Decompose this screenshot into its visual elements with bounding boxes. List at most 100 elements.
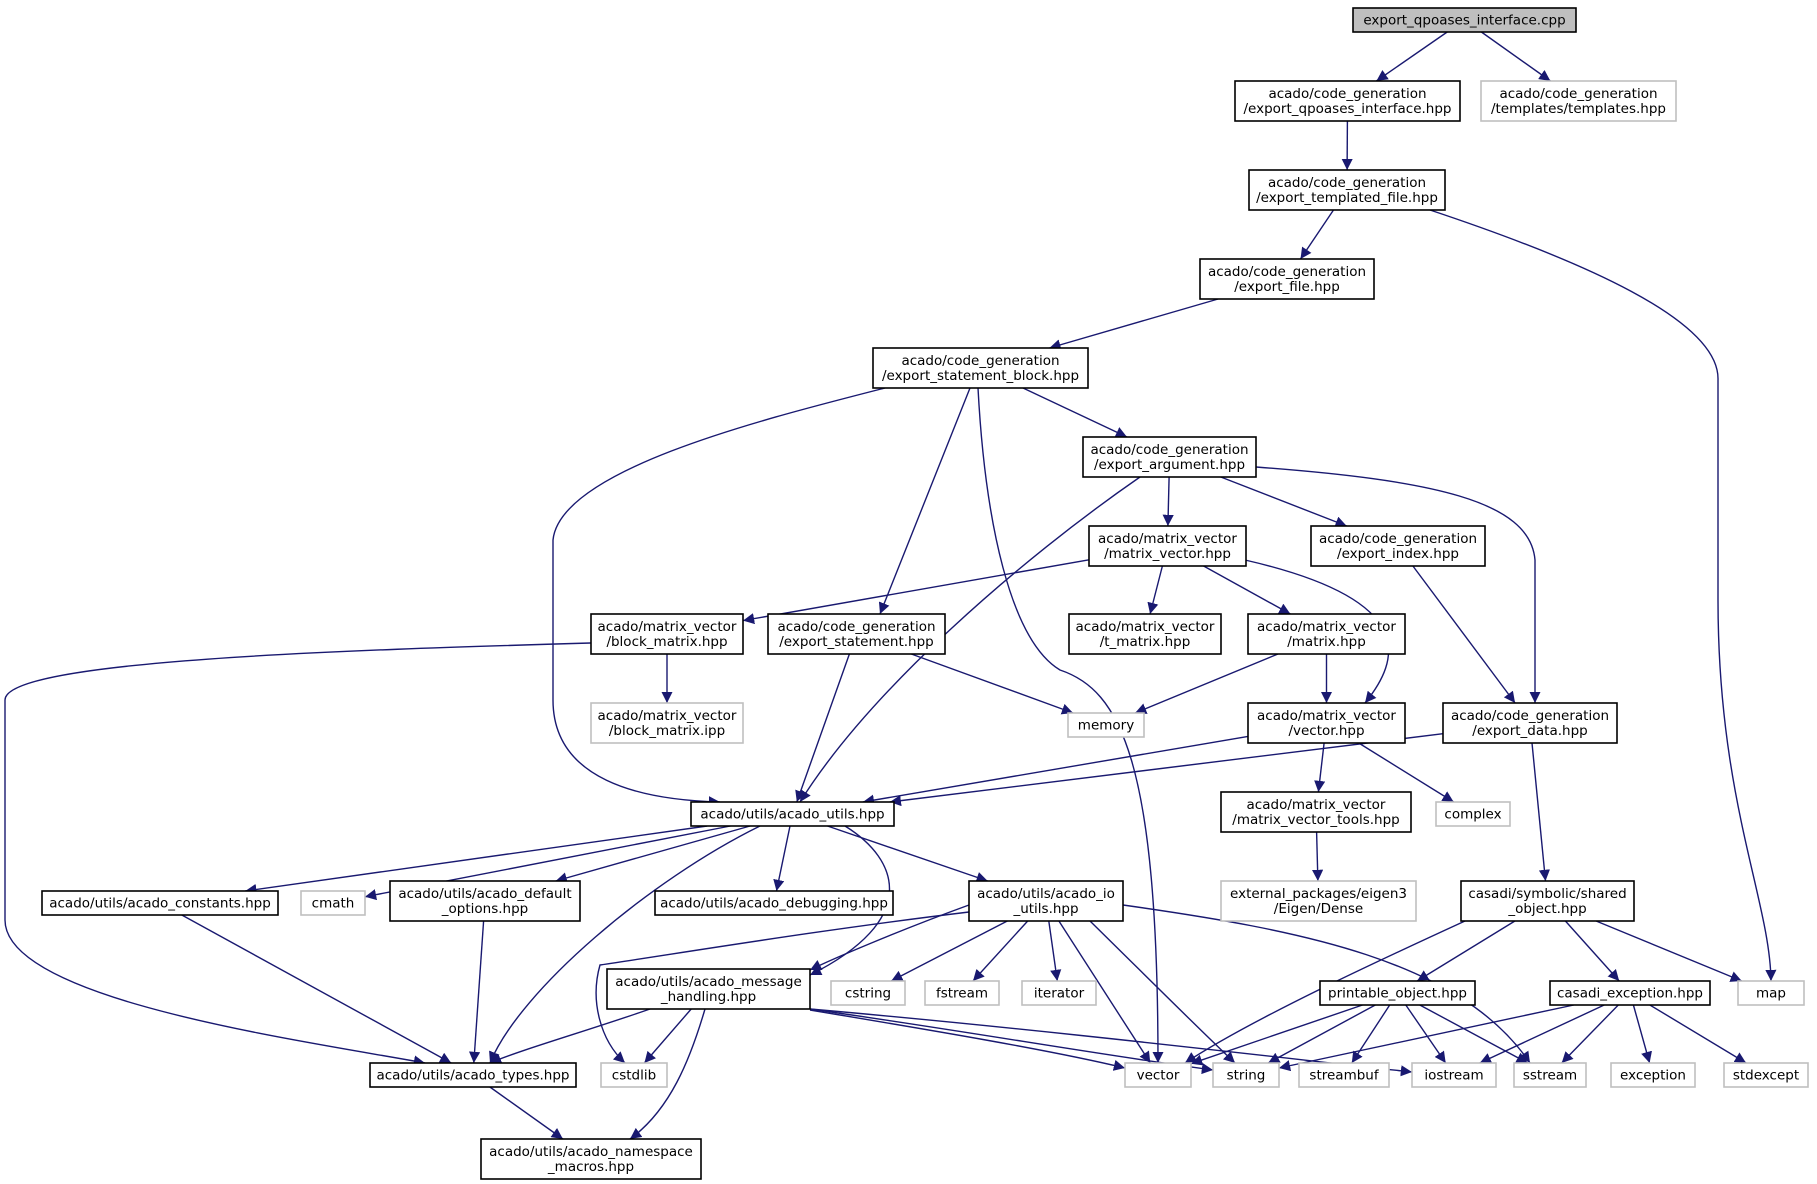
edge-mat-to-memory (1134, 653, 1279, 714)
node-label: /export_index.hpp (1337, 546, 1459, 562)
node-box (480, 1138, 702, 1180)
edge-root-to-eqi (1376, 31, 1448, 82)
edge-so-to-map (1595, 920, 1743, 982)
node-label: _macros.hpp (547, 1159, 634, 1175)
edge-au-to-io (827, 825, 988, 883)
node-esb[interactable]: acado/code_generation/export_statement_b… (872, 347, 1089, 389)
node-label: map (1756, 986, 1786, 1002)
node-label: printable_object.hpp (1328, 986, 1467, 1002)
node-box (1723, 1062, 1809, 1088)
edge-msg-to-vector (809, 1009, 1126, 1071)
node-stdexcept: stdexcept (1723, 1062, 1809, 1088)
node-msg[interactable]: acado/utils/acado_message_handling.hpp (606, 968, 811, 1010)
node-ei[interactable]: acado/code_generation/export_index.hpp (1310, 525, 1486, 567)
node-label: acado/code_generation (1090, 442, 1248, 458)
edge-etf-to-map (1429, 209, 1777, 982)
node-label: acado/code_generation (1499, 86, 1657, 102)
node-box (1442, 702, 1618, 744)
node-label: /Eigen/Dense (1274, 901, 1363, 917)
node-label: acado/code_generation (1268, 175, 1426, 191)
node-label: /export_statement_block.hpp (882, 368, 1079, 384)
node-mat[interactable]: acado/matrix_vector/matrix.hpp (1247, 613, 1406, 655)
node-so[interactable]: casadi/symbolic/shared_object.hpp (1460, 880, 1635, 922)
node-label: acado/utils/acado_default (398, 886, 571, 902)
node-tpl: acado/code_generation/templates/template… (1480, 80, 1677, 122)
node-io[interactable]: acado/utils/acado_io_utils.hpp (968, 880, 1124, 922)
node-au[interactable]: acado/utils/acado_utils.hpp (690, 801, 895, 827)
node-tm[interactable]: acado/matrix_vector/t_matrix.hpp (1068, 613, 1222, 655)
node-label: /matrix_vector_tools.hpp (1232, 812, 1399, 828)
node-etf[interactable]: acado/code_generation/export_templated_f… (1248, 169, 1446, 211)
edge-io-to-sstream (1122, 904, 1531, 1064)
node-box (300, 890, 366, 916)
node-ea[interactable]: acado/code_generation/export_argument.hp… (1082, 436, 1257, 478)
edge-ea-to-ed (1255, 466, 1541, 703)
node-mv[interactable]: acado/matrix_vector/matrix_vector.hpp (1088, 525, 1247, 567)
edge-vec-to-mvt (1314, 742, 1326, 793)
edge-au-to-types (489, 825, 761, 1064)
node-label: casadi/symbolic/shared (1468, 886, 1626, 902)
node-box (924, 980, 1000, 1006)
node-label: /block_matrix.ipp (609, 723, 725, 739)
node-box (590, 613, 744, 655)
node-box (1319, 980, 1476, 1006)
node-eqi[interactable]: acado/code_generation/export_qpoases_int… (1234, 80, 1461, 122)
node-es[interactable]: acado/code_generation/export_statement.h… (767, 613, 946, 655)
node-label: acado/code_generation (1451, 708, 1609, 724)
edge-etf-to-ef (1299, 209, 1335, 260)
node-box (830, 980, 906, 1006)
node-label: external_packages/eigen3 (1230, 886, 1407, 902)
node-types[interactable]: acado/utils/acado_types.hpp (369, 1062, 577, 1088)
node-box (1124, 1062, 1192, 1088)
node-bm[interactable]: acado/matrix_vector/block_matrix.hpp (590, 613, 744, 655)
node-ed[interactable]: acado/code_generation/export_data.hpp (1442, 702, 1618, 744)
node-box (1247, 702, 1406, 744)
node-cex[interactable]: casadi_exception.hpp (1549, 980, 1711, 1006)
node-box (1480, 80, 1677, 122)
node-box (1435, 801, 1511, 827)
node-label: /templates/templates.hpp (1491, 101, 1666, 117)
node-label: acado/utils/acado_debugging.hpp (660, 896, 888, 912)
node-label: acado/matrix_vector (1098, 531, 1237, 547)
node-box (1460, 880, 1635, 922)
node-label: acado/code_generation (1268, 86, 1426, 102)
edge-au-to-debug (773, 825, 791, 892)
node-label: acado/utils/acado_io (977, 886, 1115, 902)
edge-cex-to-iostream (1479, 1004, 1605, 1064)
node-ns[interactable]: acado/utils/acado_namespace_macros.hpp (480, 1138, 702, 1180)
node-label: /export_file.hpp (1234, 279, 1340, 295)
node-po[interactable]: printable_object.hpp (1319, 980, 1476, 1006)
node-label: acado/utils/acado_types.hpp (376, 1068, 569, 1084)
node-box (767, 613, 946, 655)
node-box (389, 880, 581, 922)
edge-types-to-ns (489, 1086, 564, 1140)
edge-io-to-iterator (1048, 920, 1062, 982)
node-box (1248, 169, 1446, 211)
edge-cex-to-sstream (1561, 1004, 1619, 1064)
node-label: acado/matrix_vector (598, 708, 737, 724)
node-box (369, 1062, 577, 1088)
node-debug[interactable]: acado/utils/acado_debugging.hpp (654, 890, 894, 916)
edge-so-to-cex (1564, 920, 1620, 982)
node-ef[interactable]: acado/code_generation/export_file.hpp (1199, 258, 1375, 300)
edge-bm-to-types (4, 642, 592, 1067)
node-mvt[interactable]: acado/matrix_vector/matrix_vector_tools.… (1220, 791, 1412, 833)
node-label: _utils.hpp (1012, 901, 1078, 917)
node-defopt[interactable]: acado/utils/acado_default_options.hpp (389, 880, 581, 922)
edge-io-to-string (1089, 920, 1236, 1064)
edge-io-to-msg (809, 904, 970, 971)
node-label: export_qpoases_interface.cpp (1363, 13, 1565, 29)
node-root[interactable]: export_qpoases_interface.cpp (1352, 7, 1577, 33)
edge-es-to-memory (911, 653, 1074, 715)
node-box (1220, 880, 1417, 922)
node-label: acado/utils/acado_utils.hpp (700, 807, 884, 823)
edge-mv-to-mat (1203, 565, 1291, 615)
node-label: /export_data.hpp (1472, 723, 1587, 739)
node-box (1247, 613, 1406, 655)
node-label: complex (1444, 807, 1501, 823)
node-streambuf: streambuf (1298, 1062, 1390, 1088)
node-consts[interactable]: acado/utils/acado_constants.hpp (41, 890, 279, 916)
node-vec[interactable]: acado/matrix_vector/vector.hpp (1247, 702, 1406, 744)
node-label: acado/matrix_vector (1247, 797, 1386, 813)
node-label: acado/matrix_vector (1257, 619, 1396, 635)
